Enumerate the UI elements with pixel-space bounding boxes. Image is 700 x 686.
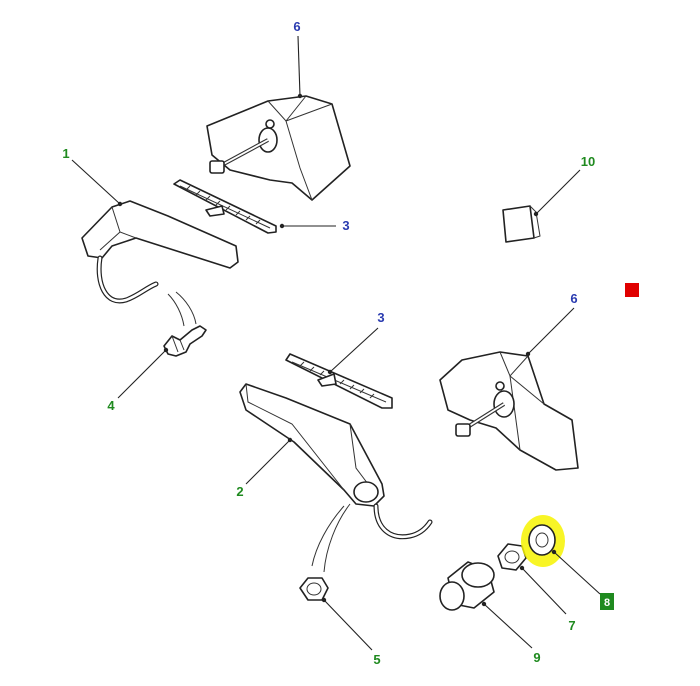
callout-5[interactable]: 5 <box>373 652 380 667</box>
washer-jet-connector[interactable] <box>163 291 207 357</box>
wiper-blade-top[interactable] <box>173 179 277 234</box>
callout-4[interactable]: 4 <box>107 398 115 413</box>
wiper-arm-lower[interactable] <box>239 383 433 573</box>
callout-8: 8 <box>604 597 610 609</box>
callout-6-top[interactable]: 6 <box>293 19 300 34</box>
wiper-arm-top[interactable] <box>81 200 239 304</box>
wiper-blade-lower[interactable] <box>285 353 393 409</box>
leader-lines <box>71 35 601 651</box>
nut-small[interactable] <box>497 543 527 571</box>
callout-1[interactable]: 1 <box>62 146 69 161</box>
wiper-motor-top[interactable] <box>206 95 351 201</box>
seal-washer[interactable] <box>521 515 565 567</box>
cover-cap[interactable] <box>502 205 541 243</box>
callout-7[interactable]: 7 <box>568 618 575 633</box>
callout-3-top[interactable]: 3 <box>342 218 349 233</box>
callout-8-badge[interactable]: 8 <box>600 593 614 610</box>
nut-lower-left[interactable] <box>299 577 329 601</box>
callout-9[interactable]: 9 <box>533 650 540 665</box>
wiper-motor-lower[interactable] <box>439 351 579 471</box>
red-square-icon <box>625 283 639 297</box>
callout-3-lower[interactable]: 3 <box>377 310 384 325</box>
callout-2[interactable]: 2 <box>236 484 243 499</box>
callout-10[interactable]: 10 <box>581 154 595 169</box>
grommet[interactable] <box>439 561 495 611</box>
callout-6-lower[interactable]: 6 <box>570 291 577 306</box>
